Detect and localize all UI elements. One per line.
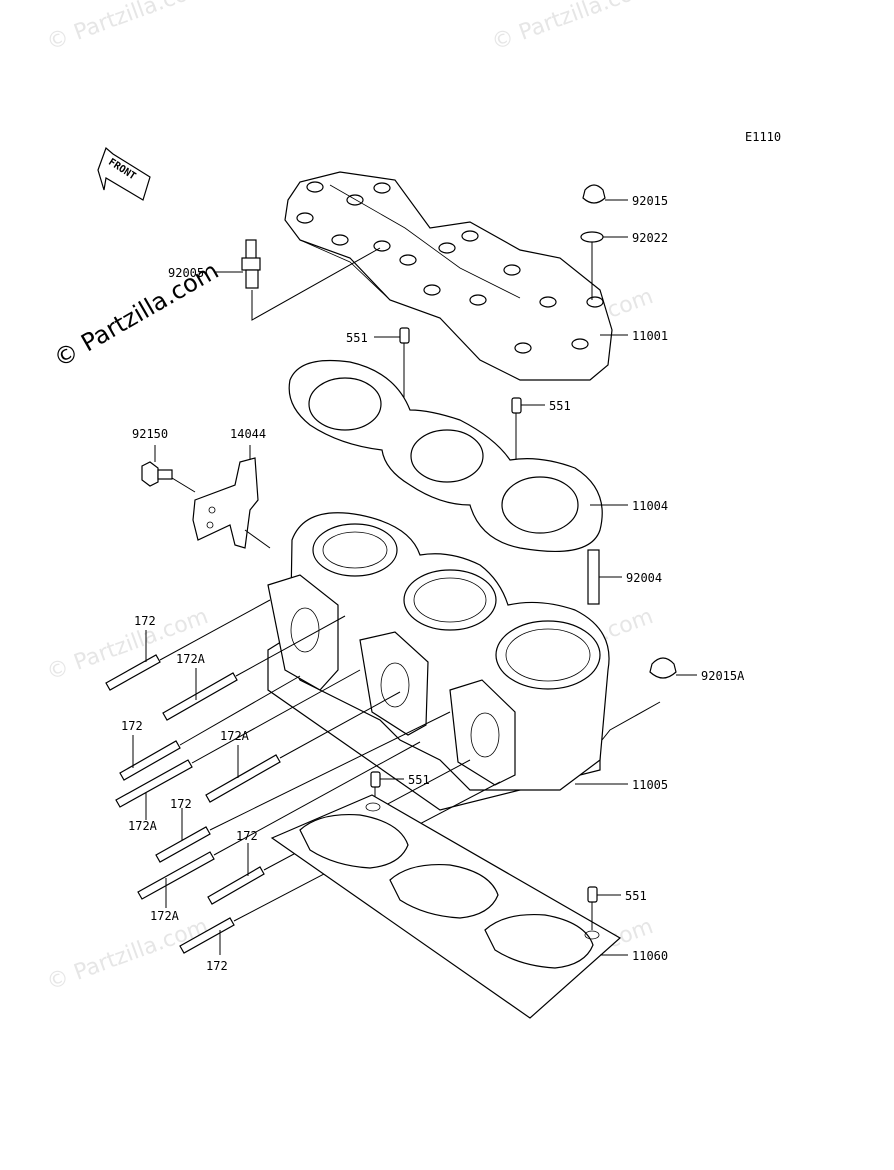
part-label[interactable]: 11004 (632, 499, 668, 513)
watermark: © Partzilla.com (44, 914, 212, 996)
part-label[interactable]: 11001 (632, 329, 668, 343)
part-label[interactable]: 172 (170, 797, 192, 811)
part-label[interactable]: 92015A (701, 669, 745, 683)
bolt-92150 (141, 461, 173, 487)
part-label[interactable]: 551 (408, 773, 430, 787)
part-label[interactable]: 92150 (132, 427, 168, 441)
part-label[interactable]: 172 (134, 614, 156, 628)
dowel-551 (370, 771, 381, 788)
dowel-551 (399, 327, 410, 344)
part-label[interactable]: 551 (549, 399, 571, 413)
part-label[interactable]: 14044 (230, 427, 266, 441)
part-label[interactable]: 172A (220, 729, 250, 743)
part-label[interactable]: 92022 (632, 231, 668, 245)
cylinder-block-11005 (267, 512, 610, 811)
part-label[interactable]: 172A (176, 652, 206, 666)
part-label[interactable]: 551 (625, 889, 647, 903)
part-label[interactable]: 11060 (632, 949, 668, 963)
part-label[interactable]: 172 (121, 719, 143, 733)
part-label[interactable]: 92004 (626, 571, 662, 585)
head-gasket-11004 (288, 359, 603, 553)
cylinder-head-11001 (284, 171, 613, 381)
nut-92015 (582, 184, 606, 204)
part-label[interactable]: 11005 (632, 778, 668, 792)
part-label[interactable]: 172A (150, 909, 180, 923)
part-label[interactable]: 172A (128, 819, 158, 833)
watermark: © Partzilla.com (489, 0, 657, 56)
front-arrow-icon: FRONT (97, 146, 151, 201)
base-gasket-11060 (270, 794, 622, 1019)
part-label[interactable]: 92015 (632, 194, 668, 208)
dowel-551 (511, 397, 522, 414)
bracket-14044 (192, 457, 259, 549)
part-label[interactable]: 172 (206, 959, 228, 973)
diagram-code: E1110 (745, 130, 781, 144)
fitting-92005 (241, 239, 261, 289)
studs-172 (105, 654, 281, 954)
nut-92015A (649, 657, 677, 679)
part-label[interactable]: 92005 (168, 266, 204, 280)
part-label[interactable]: 551 (346, 331, 368, 345)
washer-92022 (580, 231, 604, 243)
dowel-551 (587, 886, 598, 903)
watermark: © Partzilla.com (44, 0, 212, 56)
stud-92004 (587, 549, 600, 605)
